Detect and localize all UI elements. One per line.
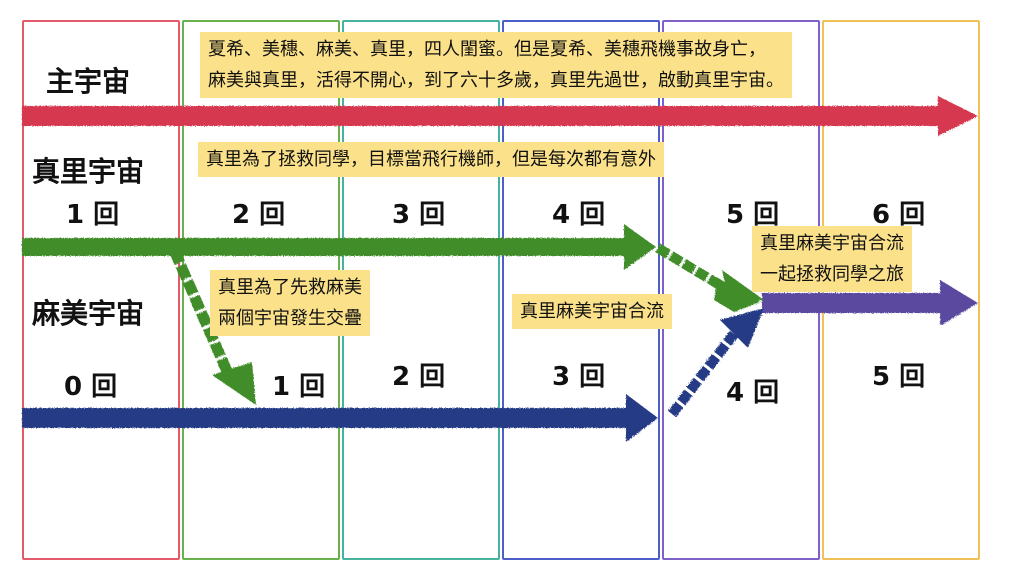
asami-round-2: 2 回 <box>392 362 446 392</box>
mari-round-3: 3 回 <box>392 200 446 230</box>
mari-round-6: 6 回 <box>872 200 926 230</box>
overlap-note-line-1: 真里為了先救麻美 <box>218 277 362 298</box>
asami-round-5: 5 回 <box>872 362 926 392</box>
overlap-note-line-2: 兩個宇宙發生交疊 <box>218 308 362 329</box>
merge-note-text: 真里麻美宇宙合流 <box>520 301 664 322</box>
journey-note: 真里麻美宇宙合流 一起拯救同學之旅 <box>752 226 912 292</box>
mari-round-1: 1 回 <box>66 200 120 230</box>
journey-note-line-1: 真里麻美宇宙合流 <box>760 233 904 254</box>
main-note-line-1: 夏希、美穗、麻美、真里，四人閨蜜。但是夏希、美穗飛機事故身亡， <box>208 39 766 60</box>
main-universe-arrow <box>22 96 978 136</box>
asami-universe-label: 麻美宇宙 <box>32 297 145 330</box>
mari-round-2: 2 回 <box>232 200 286 230</box>
asami-universe-arrow <box>22 394 658 442</box>
mari-round-4: 4 回 <box>552 200 606 230</box>
asami-round-3: 3 回 <box>552 362 606 392</box>
mari-merge-diagonal-arrow <box>655 243 764 312</box>
asami-round-0: 0 回 <box>64 372 118 402</box>
main-universe-note: 夏希、美穗、麻美、真里，四人閨蜜。但是夏希、美穗飛機事故身亡， 麻美與真里，活得… <box>200 32 792 98</box>
mari-note-text: 真里為了拯救同學，目標當飛行機師，但是每次都有意外 <box>206 149 656 170</box>
mari-universe-label: 真里宇宙 <box>32 155 145 188</box>
overlap-note: 真里為了先救麻美 兩個宇宙發生交疊 <box>210 270 370 336</box>
mari-round-5: 5 回 <box>726 200 780 230</box>
asami-round-1: 1 回 <box>272 372 326 402</box>
merged-universe-arrow <box>762 280 978 326</box>
asami-round-4: 4 回 <box>726 378 780 408</box>
merge-note: 真里麻美宇宙合流 <box>512 294 672 329</box>
overlap-diagonal-arrow <box>168 247 256 405</box>
column-frame-1 <box>22 20 180 560</box>
main-note-line-2: 麻美與真里，活得不開心，到了六十多歲，真里先過世，啟動真里宇宙。 <box>208 70 784 91</box>
main-universe-label: 主宇宙 <box>46 65 131 98</box>
mari-universe-note: 真里為了拯救同學，目標當飛行機師，但是每次都有意外 <box>198 142 664 177</box>
asami-merge-diagonal-arrow <box>668 308 764 418</box>
column-frame-4 <box>502 20 660 560</box>
journey-note-line-2: 一起拯救同學之旅 <box>760 264 904 285</box>
